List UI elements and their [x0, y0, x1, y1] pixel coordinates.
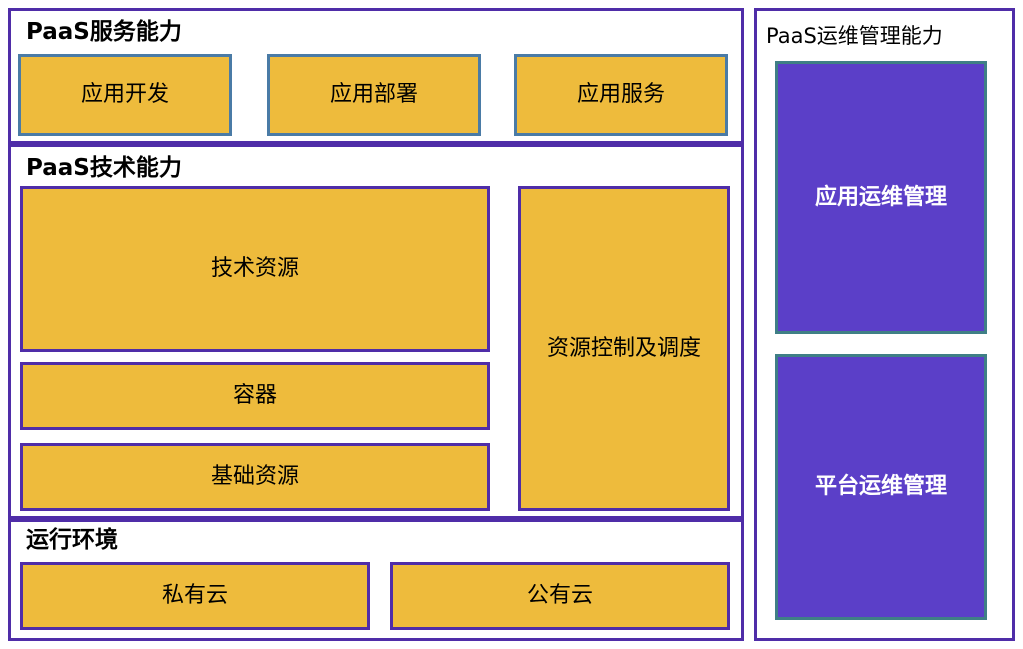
box-label-application-service: 应用服务 [576, 82, 665, 108]
box-platform-operation-management[interactable]: 平台运维管理 [775, 354, 987, 620]
box-label-private-cloud: 私有云 [161, 583, 228, 609]
box-container[interactable]: 容器 [20, 362, 490, 430]
box-label-application-operation-management: 应用运维管理 [814, 184, 947, 210]
box-application-service[interactable]: 应用服务 [514, 54, 728, 136]
box-label-container: 容器 [232, 383, 277, 409]
section-title-runtime-environment: 运行环境 [26, 527, 118, 553]
section-title-paas-technical-capability: PaaS技术能力 [26, 155, 182, 181]
box-application-operation-management[interactable]: 应用运维管理 [775, 61, 987, 334]
box-label-technical-resource: 技术资源 [210, 256, 299, 282]
box-infrastructure-resource[interactable]: 基础资源 [20, 443, 490, 511]
box-label-application-development: 应用开发 [80, 82, 169, 108]
box-label-infrastructure-resource: 基础资源 [210, 464, 299, 490]
panel-title-paas-operation-management: PaaS运维管理能力 [766, 24, 943, 48]
box-label-application-deployment: 应用部署 [329, 82, 418, 108]
box-resource-control-scheduling[interactable]: 资源控制及调度 [518, 186, 730, 511]
box-label-platform-operation-management: 平台运维管理 [814, 474, 947, 500]
box-technical-resource[interactable]: 技术资源 [20, 186, 490, 352]
box-application-deployment[interactable]: 应用部署 [267, 54, 481, 136]
box-private-cloud[interactable]: 私有云 [20, 562, 370, 630]
box-label-public-cloud: 公有云 [526, 583, 593, 609]
box-public-cloud[interactable]: 公有云 [390, 562, 730, 630]
box-application-development[interactable]: 应用开发 [18, 54, 232, 136]
box-label-resource-control-scheduling: 资源控制及调度 [546, 335, 701, 361]
section-title-paas-service-capability: PaaS服务能力 [26, 19, 182, 45]
